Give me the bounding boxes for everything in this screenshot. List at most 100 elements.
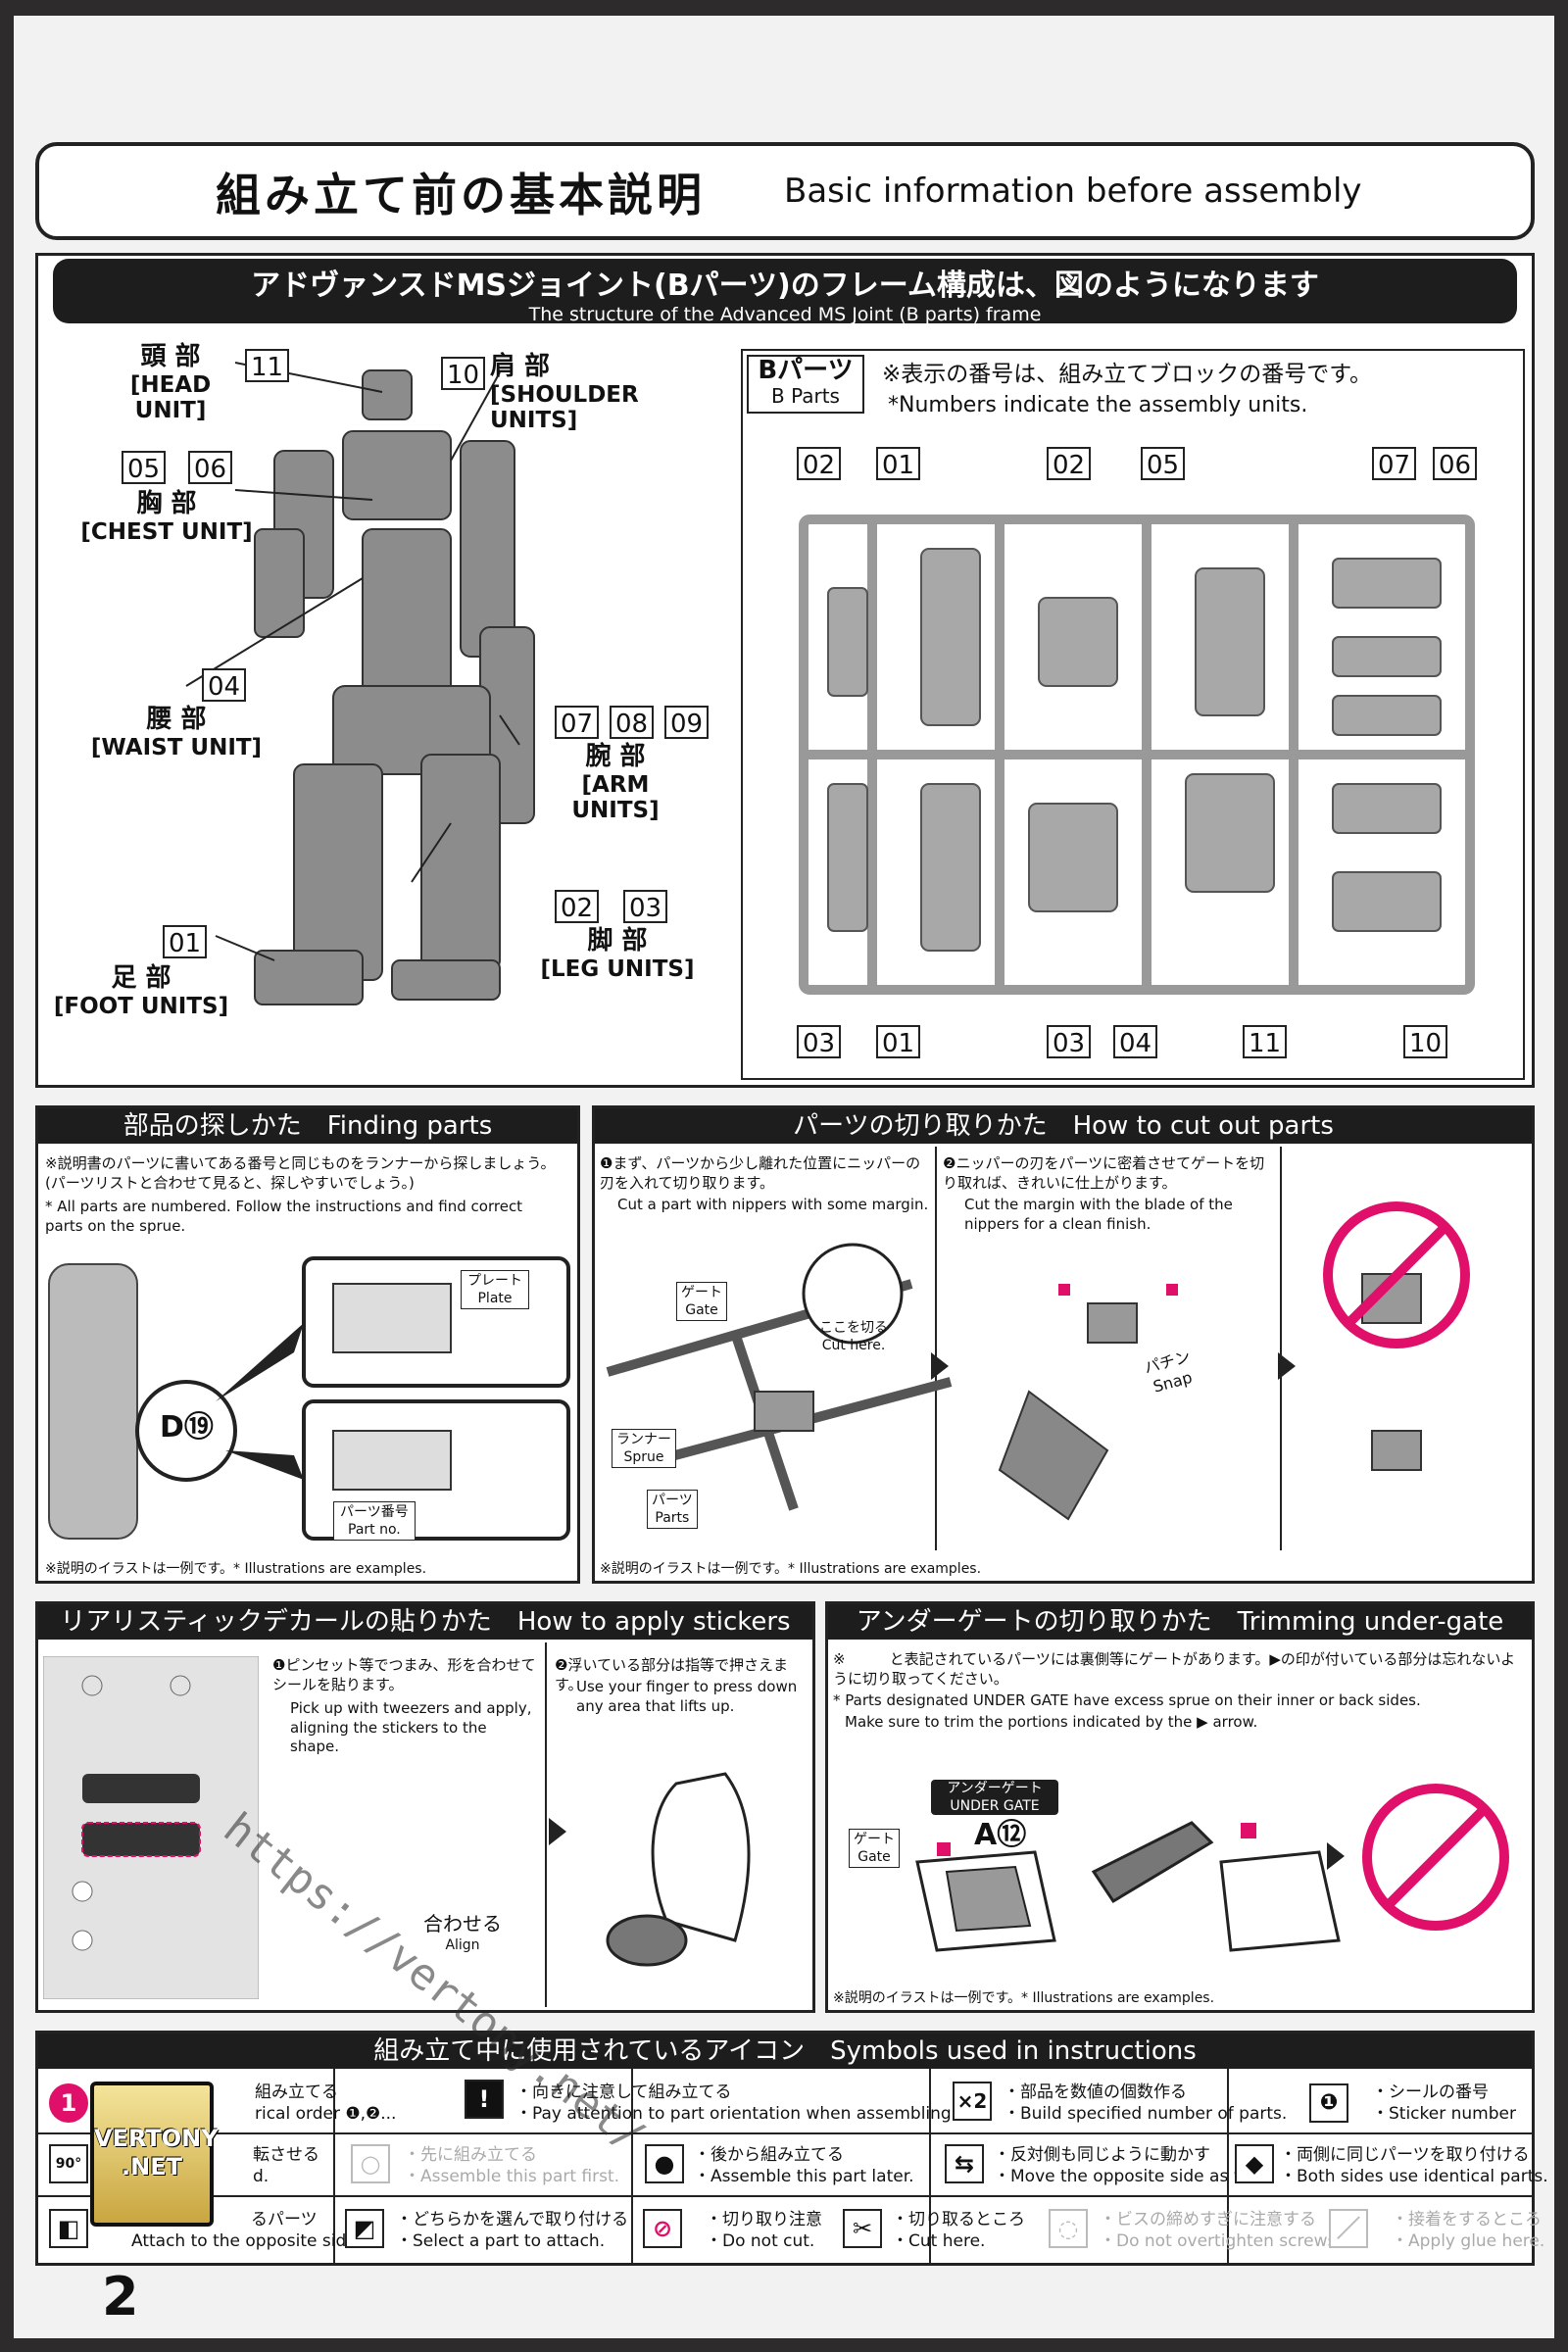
cutting-step2-jp: ❷ニッパーの刃をパーツに密着させてゲートを切り取れば、きれいに仕上がります。 [943, 1154, 1265, 1192]
frame-header: アドヴァンスドMSジョイント(Bパーツ)のフレーム構成は、図のようになります T… [53, 259, 1517, 325]
symbol-select-part-jp: ・どちらかを選んで取り付ける [396, 2210, 629, 2230]
vertony-logo: VERTONY .NET [90, 2082, 219, 2227]
align-label: 合わせる Align [423, 1911, 502, 1954]
cutting-divider-2 [1280, 1147, 1282, 1550]
bparts-bottom-num-4: 04 [1113, 1025, 1157, 1058]
part-no-label: パーツ番号 Part no. [333, 1501, 416, 1542]
undergate-do-not-sign [1362, 1784, 1509, 1931]
assembly-order-icon: 1 [49, 2083, 88, 2123]
cutting-parts-title: パーツの切り取りかた How to cut out parts [595, 1108, 1532, 1144]
shoulder-unit-en: [SHOULDER UNITS] [490, 381, 639, 434]
cutting-divider-1 [935, 1147, 937, 1550]
symbol-assemble-later-en: ・Assemble this part later. [694, 2167, 914, 2187]
symbols-col-line-2 [631, 2068, 633, 2264]
finding-parts-footnote: ※説明のイラストは一例です。* Illustrations are exampl… [45, 1561, 427, 1577]
symbol-assembly-order-en: rical order ❶,❷... [255, 2104, 397, 2125]
bparts-top-num-6: 06 [1433, 447, 1477, 480]
finding-parts-callout: D⑲ [160, 1410, 214, 1445]
chest-unit-num-1: 05 [122, 451, 166, 484]
bparts-bottom-num-2: 01 [876, 1025, 920, 1058]
symbol-move-opposite-en: ・Move the opposite side as well. [994, 2167, 1272, 2187]
symbols-row-line-2 [35, 2195, 1535, 2197]
waist-unit-en: [WAIST UNIT] [90, 734, 263, 760]
symbol-screws-en: ・Do not overtighten screws. [1100, 2231, 1342, 2252]
leg-unit-en: [LEG UNITS] [540, 956, 695, 982]
undergate-gate-label: ゲート Gate [849, 1829, 900, 1869]
undergate-part-label: A⑫ [974, 1818, 1027, 1852]
gate-label-jp: ゲート [681, 1285, 722, 1300]
foot-unit-en: [FOOT UNITS] [53, 993, 229, 1019]
select-part-icon: ◩ [345, 2209, 384, 2248]
bparts-title-box: Bパーツ B Parts [747, 355, 864, 414]
glue-icon: ／ [1329, 2209, 1368, 2248]
assemble-first-icon: ○ [351, 2144, 390, 2183]
symbol-assemble-first: ・先に組み立てる・Assemble this part first. [404, 2144, 619, 2187]
rotate-icon: 90° [49, 2144, 88, 2183]
finding-parts-title: 部品の探しかた Finding parts [38, 1108, 577, 1144]
bparts-top-num-2: 01 [876, 447, 920, 480]
symbol-attach-opposite-jp: るパーツ [251, 2210, 318, 2230]
move-opposite-icon: ⇆ [945, 2144, 984, 2183]
symbols-panel: 組み立て中に使用されているアイコン Symbols used in instru… [35, 2031, 1535, 2266]
symbol-sticker-number-jp: ・シールの番号 [1372, 2082, 1489, 2102]
head-unit-label: 頭 部 [HEAD UNIT] [98, 342, 243, 424]
bparts-top-num-1: 02 [797, 447, 841, 480]
waist-unit-jp: 腰 部 [146, 705, 207, 734]
sticker-number-icon: ❶ [1309, 2083, 1348, 2123]
symbols-col-line-1 [333, 2068, 335, 2264]
gate-label: ゲート Gate [676, 1282, 727, 1322]
align-label-jp: 合わせる [423, 1912, 502, 1936]
undergate-text-jp: ※ と表記されているパーツには裏側等にゲートがあります。▶の印が付いている部分は… [833, 1650, 1516, 1688]
waist-unit-num: 04 [202, 668, 246, 702]
symbol-multiply-jp: ・部品を数値の個数作る [1004, 2082, 1187, 2102]
symbol-both-sides-jp: ・両側に同じパーツを取り付ける [1280, 2145, 1530, 2165]
sticker-step2-en: Use your finger to press down any area t… [576, 1678, 798, 1715]
do-not-cut-sign [1323, 1201, 1470, 1348]
undergate-illustration [915, 1821, 1341, 1952]
sticker-sheet-illustration [43, 1656, 259, 1999]
symbol-cut-here-jp: ・切り取るところ [892, 2210, 1025, 2230]
chest-unit-num-2: 06 [188, 451, 232, 484]
cutting-step1-en: Cut a part with nippers with some margin… [617, 1196, 929, 1213]
leg-unit-num-1: 02 [555, 890, 599, 923]
cutting-footnote: ※説明のイラストは一例です。* Illustrations are exampl… [600, 1561, 982, 1577]
assemble-later-icon: ● [645, 2144, 684, 2183]
attach-opposite-icon: ◧ [49, 2209, 88, 2248]
symbol-screws-jp: ・ビスの締めすぎに注意する [1100, 2210, 1316, 2230]
symbol-multiply: ・部品を数値の個数作る・Build specified number of pa… [1004, 2082, 1287, 2125]
chest-unit-jp: 胸 部 [136, 489, 197, 518]
undergate-gate-label-en: Gate [858, 1849, 891, 1866]
plate-label-en: Plate [477, 1291, 513, 1307]
undergate-arrow [1327, 1842, 1345, 1870]
undergate-text-en-2: Make sure to trim the portions indicated… [845, 1713, 1258, 1731]
leg-unit-jp: 脚 部 [587, 926, 648, 956]
sticker-arrow [549, 1818, 566, 1845]
finding-parts-text-en: * All parts are numbered. Follow the ins… [45, 1198, 523, 1235]
symbol-attention-en: ・Pay attention to part orientation when … [515, 2104, 957, 2125]
cutting-arrow-2 [1278, 1352, 1296, 1380]
symbols-row-line-1 [35, 2132, 1535, 2134]
arm-unit-num-2: 08 [610, 706, 654, 739]
frame-title-en: The structure of the Advanced MS Joint (… [528, 304, 1042, 325]
symbol-cut-here: ・切り取るところ・Cut here. [892, 2209, 1025, 2252]
symbol-glue: ・接着をするところ・Apply glue here. [1392, 2209, 1544, 2252]
arm-unit-jp: 腕 部 [585, 742, 646, 771]
under-gate-badge-en: UNDER GATE [950, 1798, 1040, 1815]
symbol-assembly-order-jp: 組み立てる [255, 2082, 338, 2102]
waist-unit-label: 腰 部 [WAIST UNIT] [88, 705, 265, 760]
symbol-both-sides: ・両側に同じパーツを取り付ける・Both sides use identical… [1280, 2144, 1548, 2187]
cutting-step2-en: Cut the margin with the blade of the nip… [964, 1196, 1233, 1233]
symbol-do-not-cut-en: ・Do not cut. [706, 2231, 815, 2252]
bparts-bottom-num-6: 10 [1403, 1025, 1447, 1058]
shoulder-unit-num: 10 [441, 357, 485, 390]
symbol-sticker-number-en: ・Sticker number [1372, 2104, 1516, 2125]
symbols-col-line-4 [1227, 2068, 1229, 2264]
logo-line-2: .NET [122, 2152, 182, 2180]
bparts-bottom-num-1: 03 [797, 1025, 841, 1058]
runner-label: ランナー Sprue [612, 1429, 676, 1469]
undergate-gate-label-jp: ゲート [854, 1832, 895, 1847]
undergate-footnote: ※説明のイラストは一例です。* Illustrations are exampl… [833, 1990, 1215, 2006]
symbol-assemble-first-en: ・Assemble this part first. [404, 2167, 620, 2187]
